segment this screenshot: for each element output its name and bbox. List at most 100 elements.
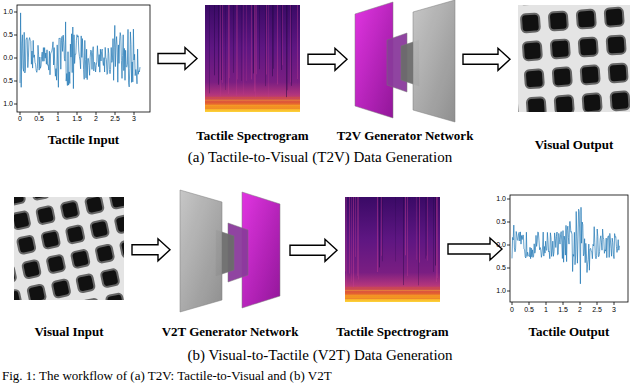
tick-label: 0 [510, 306, 514, 314]
spectrogram-streak [435, 197, 436, 266]
tick-label: 1.0 [3, 8, 13, 16]
spectrogram-streak [433, 197, 434, 272]
spectrogram-streak [222, 5, 223, 83]
grid-square [605, 7, 624, 26]
spectrogram-streak [403, 197, 404, 285]
tick-label: 0.5 [34, 115, 44, 123]
grid-square [551, 39, 570, 58]
spectrogram-streak [254, 5, 255, 92]
block-arrow [448, 238, 502, 260]
tick-label: 1.5 [558, 306, 568, 314]
block-arrow [290, 239, 337, 261]
tick-mark [14, 12, 17, 13]
grid-square [581, 65, 600, 84]
spectrogram-streak [427, 197, 428, 261]
tick-mark [14, 35, 17, 36]
grid-square [71, 249, 90, 268]
tick-label: 0.5 [496, 264, 506, 272]
waveform [20, 13, 140, 89]
grid-square [553, 67, 572, 86]
spectrogram-band [205, 105, 300, 106]
spectrogram-streak [214, 5, 215, 75]
waveform [512, 207, 619, 283]
spectrogram-streak [419, 197, 420, 263]
subfigure-caption: (b) Visual-to-Tactile (V2T) Data Generat… [187, 346, 452, 364]
grid-square [36, 206, 55, 225]
panel-node: Visual Input [14, 197, 124, 300]
spectrogram-streak [225, 5, 226, 90]
panel-label: Tactile Output [529, 324, 610, 340]
spectrogram-streak [436, 197, 437, 282]
square-grid [518, 5, 630, 112]
spectrogram-band [345, 293, 440, 294]
grid-square [90, 220, 109, 239]
spectrogram-streak [221, 5, 222, 80]
grid-square [549, 11, 568, 30]
grid-square [31, 197, 50, 200]
spectrogram-streak [233, 5, 234, 73]
tick-mark [14, 58, 17, 59]
grid-square [14, 211, 31, 230]
spectrogram-streak [405, 197, 406, 255]
spectrogram-ground [345, 197, 440, 302]
spectrogram-streak [345, 197, 346, 271]
tick-mark [529, 302, 530, 305]
spectrogram-band [345, 298, 440, 299]
grid-square [52, 279, 71, 298]
tick-mark [507, 268, 510, 269]
spectrogram-streak [218, 5, 219, 85]
tick-mark [580, 302, 581, 305]
tick-mark [77, 112, 78, 115]
tick-label: 1.0 [496, 287, 506, 295]
grid-square [525, 69, 544, 88]
grid-square [577, 9, 596, 28]
tick-label: 0.5 [496, 218, 506, 226]
grid-square [95, 244, 114, 263]
tick-label: 3 [612, 306, 616, 314]
tactile-output-plot [507, 195, 628, 305]
spectrogram-streak [395, 197, 396, 262]
panel-node: Tactile Output [510, 195, 628, 302]
tick-mark [507, 245, 510, 246]
tick-label: 0.0 [496, 241, 506, 249]
panel-node: T2V Generator Network [355, 0, 455, 120]
spectrogram-band [205, 97, 300, 98]
spectrogram-streak [349, 197, 350, 274]
spectrogram-streak [246, 5, 247, 81]
plot-frame [17, 5, 150, 112]
spectrogram-streak [425, 197, 426, 259]
tick-mark [134, 112, 135, 115]
spectrogram-streak [273, 5, 274, 69]
tick-label: 2.5 [592, 306, 602, 314]
grid-square [81, 298, 100, 300]
tick-label: 0.5 [524, 306, 534, 314]
spectrogram-streak [379, 197, 380, 267]
tick-mark [597, 302, 598, 305]
tick-label: 0.5 [3, 77, 13, 85]
grid-square [22, 260, 41, 279]
spectrogram-streak [253, 5, 254, 73]
panel-label: V2T Generator Network [162, 324, 299, 340]
tick-mark [14, 104, 17, 105]
spectrogram [345, 197, 440, 302]
spectrogram-streak [353, 197, 354, 287]
grid-square [523, 41, 542, 60]
tick-label: 2.5 [110, 115, 120, 123]
spectrogram-streak [351, 197, 352, 282]
tick-label: 2 [578, 306, 582, 314]
tactile-input-plot [14, 5, 150, 115]
spectrogram-band [345, 287, 440, 288]
grid-square [17, 235, 36, 254]
block-arrow [132, 239, 170, 261]
spectrogram-streak [220, 5, 221, 97]
tick-label: 2 [94, 115, 98, 123]
tick-mark [563, 302, 564, 305]
tick-mark [58, 112, 59, 115]
tick-label: 1.0 [496, 195, 506, 203]
spectrogram-streak [229, 5, 230, 78]
spectrogram-streak [251, 5, 252, 79]
grid-square [607, 35, 626, 54]
generator-network [180, 190, 280, 312]
subfigure-caption: (a) Tactile-to-Visual (T2V) Data Generat… [188, 148, 452, 166]
spectrogram-streak [418, 197, 419, 285]
